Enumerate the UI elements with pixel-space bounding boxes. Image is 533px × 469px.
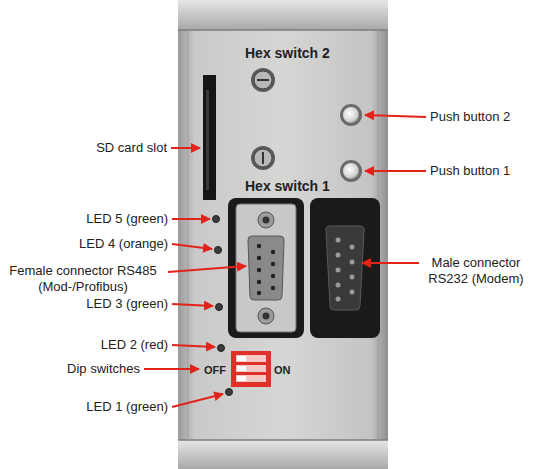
dip-position: ON: [274, 362, 291, 378]
push-button: [340, 160, 362, 182]
push-button: [340, 104, 362, 126]
led-label: LED 4 (orange): [79, 236, 168, 252]
dip-switch: [231, 351, 271, 387]
hex-switch: [251, 146, 275, 170]
top-rail: [178, 0, 388, 30]
hex-switch: [251, 68, 275, 92]
female-connector: [228, 198, 304, 338]
male-connector: [310, 198, 380, 338]
led-label: LED 2 (red): [101, 337, 168, 353]
bottom-rail: [178, 440, 388, 469]
housing: [178, 0, 388, 469]
dip-label: Dip switches: [67, 361, 140, 377]
led-label: LED 3 (green): [86, 296, 168, 312]
sd-slot: [203, 75, 216, 200]
slot-label: SD card slot: [96, 140, 167, 156]
switch-label: Hex switch 1: [245, 178, 330, 194]
connector-label: Female connector RS485 (Mod-/Profibus): [2, 263, 164, 295]
connector-label: Male connector RS232 (Modem): [422, 255, 530, 287]
button-label: Push button 1: [430, 163, 510, 179]
leader-arrow: [144, 115, 426, 407]
switch-label: Hex switch 2: [245, 45, 330, 61]
dip-position: OFF: [204, 362, 226, 378]
button-label: Push button 2: [430, 109, 510, 125]
led-label: LED 5 (green): [86, 211, 168, 227]
led-label: LED 1 (green): [86, 399, 168, 415]
